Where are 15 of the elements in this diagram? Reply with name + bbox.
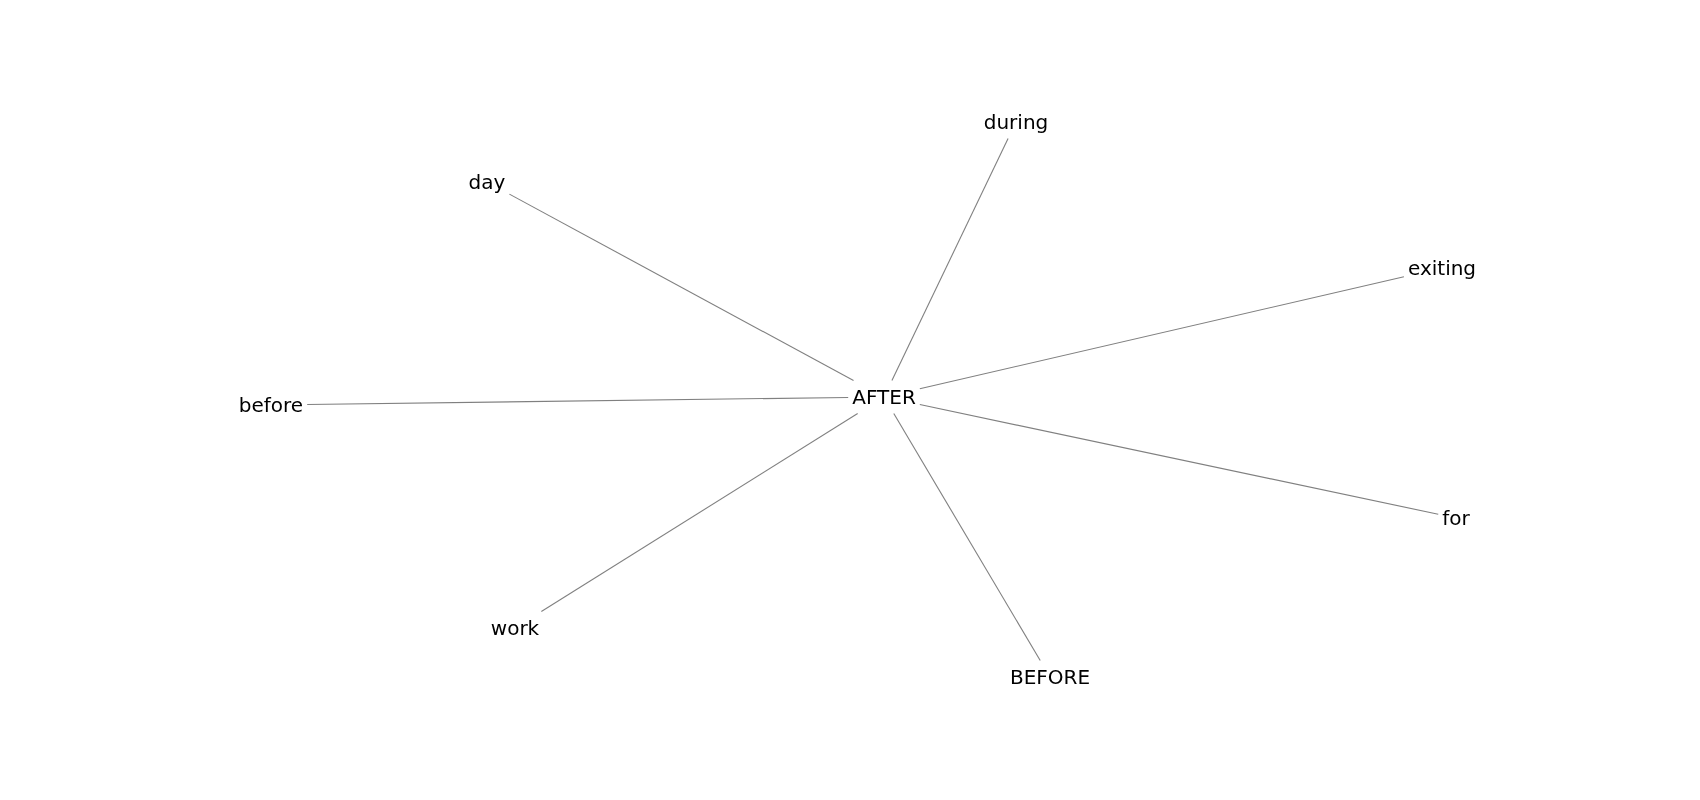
word-label: before bbox=[238, 392, 304, 418]
word-label: work bbox=[490, 615, 540, 641]
connector-line bbox=[891, 137, 1009, 382]
connector-line bbox=[306, 396, 849, 406]
connector-line bbox=[508, 193, 855, 382]
word-label: AFTER bbox=[852, 384, 916, 410]
word-label: during bbox=[983, 109, 1049, 135]
connector-line bbox=[919, 404, 1439, 515]
word-label: BEFORE bbox=[1009, 664, 1091, 690]
word-label: day bbox=[468, 169, 506, 195]
connector-line bbox=[893, 412, 1041, 662]
connector-line bbox=[919, 276, 1405, 390]
connector-line bbox=[540, 412, 859, 613]
word-label: for bbox=[1442, 505, 1470, 531]
word-label: exiting bbox=[1407, 255, 1477, 281]
